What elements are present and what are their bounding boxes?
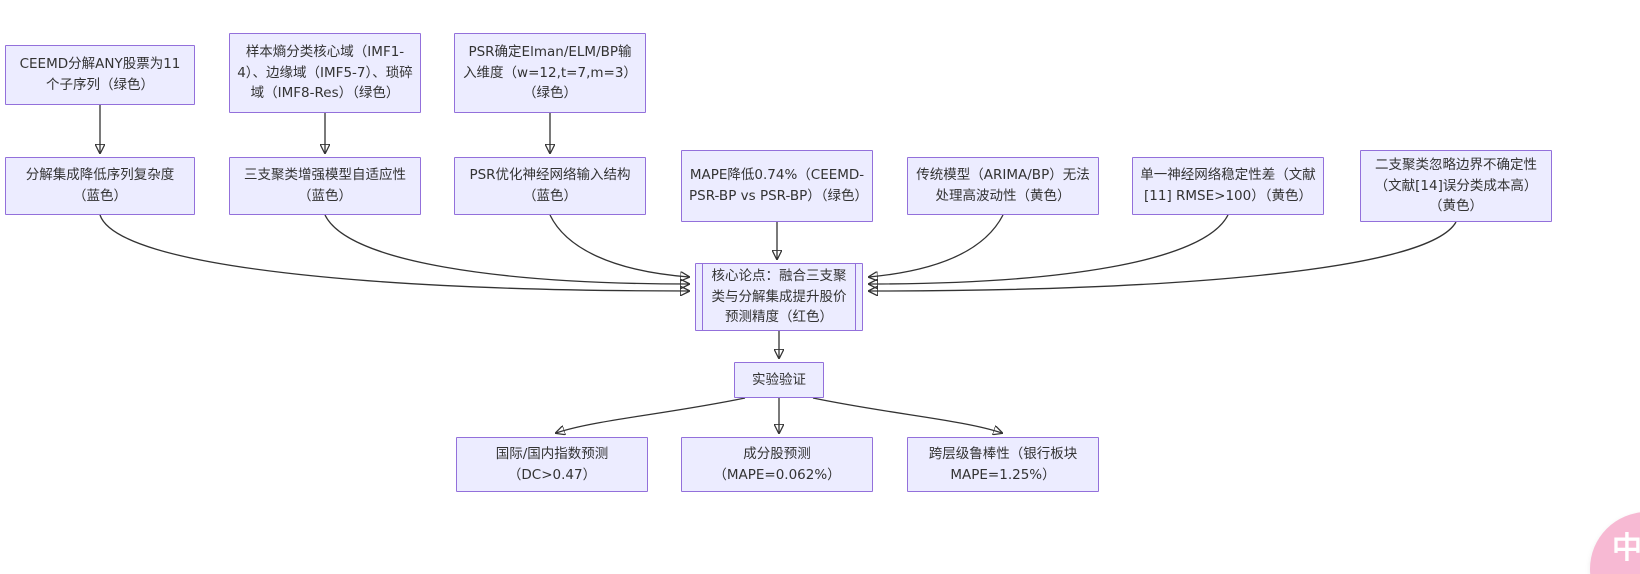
edge-threeway-to-core	[324, 214, 689, 284]
edge-singlenn-to-core	[869, 214, 1229, 284]
node-decomp-benefit: 分解集成降低序列复杂度（蓝色）	[5, 157, 195, 215]
edge-psropt-to-core	[549, 214, 689, 277]
edge-decomp-to-core	[99, 214, 689, 291]
node-single-nn-limitation: 单一神经网络稳定性差（文献[11] RMSE>100）（黄色）	[1132, 157, 1324, 215]
node-experiment-validation: 实验验证	[734, 362, 824, 398]
edge-twoway-to-core	[869, 221, 1457, 291]
node-mape-evidence: MAPE降低0.74%（CEEMD-PSR-BP vs PSR-BP）（绿色）	[681, 150, 873, 222]
node-psr-benefit: PSR优化神经网络输入结构（蓝色）	[454, 157, 646, 215]
node-psr-dimension: PSR确定Elman/ELM/BP输入维度（w=12,t=7,m=3）（绿色）	[454, 33, 646, 113]
node-sample-entropy: 样本熵分类核心域（IMF1-4）、边缘域（IMF5-7）、琐碎域（IMF8-Re…	[229, 33, 421, 113]
edge-validation-to-index	[556, 397, 746, 433]
translate-button[interactable]: 中 A	[1590, 512, 1640, 574]
node-traditional-limitation: 传统模型（ARIMA/BP）无法处理高波动性（黄色）	[907, 157, 1099, 215]
node-robustness: 跨层级鲁棒性（银行板块 MAPE=1.25%）	[907, 437, 1099, 492]
node-core-thesis: 核心论点：融合三支聚类与分解集成提升股价预测精度（红色）	[695, 263, 863, 331]
edge-validation-to-robustness	[812, 397, 1002, 433]
node-three-way-benefit: 三支聚类增强模型自适应性（蓝色）	[229, 157, 421, 215]
edge-traditional-to-core	[869, 214, 1004, 277]
translate-zh-glyph: 中	[1612, 531, 1640, 566]
node-ceemd: CEEMD分解ANY股票为11个子序列（绿色）	[5, 45, 195, 105]
node-index-prediction: 国际/国内指数预测（DC>0.47）	[456, 437, 648, 492]
node-two-way-limitation: 二支聚类忽略边界不确定性（文献[14]误分类成本高）（黄色）	[1360, 150, 1552, 222]
node-constituent-prediction: 成分股预测（MAPE=0.062%）	[681, 437, 873, 492]
